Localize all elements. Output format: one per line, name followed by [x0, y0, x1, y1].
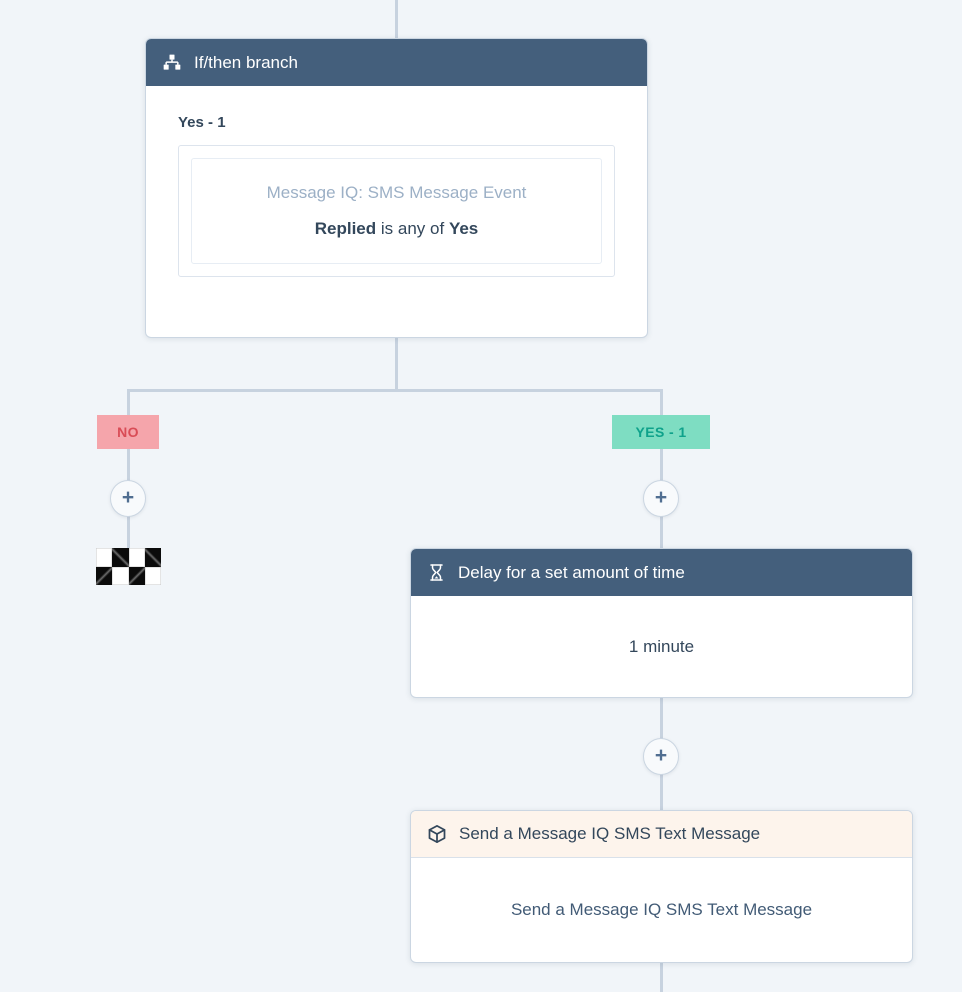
delay-card-title: Delay for a set amount of time: [458, 562, 685, 582]
cube-icon: [427, 824, 447, 844]
if-then-card-title: If/then branch: [194, 52, 298, 72]
condition-property: Replied: [314, 219, 377, 238]
filter-group: Message IQ: SMS Message Event Replied is…: [178, 145, 615, 277]
connector-line: [660, 962, 663, 992]
flag-cell: [96, 566, 113, 585]
delay-card-body: 1 minute: [628, 636, 695, 656]
flag-cell: [128, 566, 145, 585]
hourglass-icon: [427, 563, 446, 582]
connector-line: [660, 516, 663, 549]
flag-cell: [96, 548, 113, 567]
if-then-card-header: If/then branch: [146, 39, 647, 86]
connector-line: [395, 338, 398, 392]
flag-cell: [112, 548, 129, 567]
branch-name-label: Yes - 1: [178, 114, 226, 131]
sms-card-body: Send a Message IQ SMS Text Message: [510, 900, 813, 919]
condition-operator: is any of: [380, 219, 445, 238]
add-action-button-no-branch[interactable]: +: [110, 480, 146, 517]
add-action-button-yes-branch[interactable]: +: [643, 480, 679, 517]
send-sms-action-card[interactable]: Send a Message IQ SMS Text Message Send …: [410, 810, 913, 963]
condition-value: Yes: [448, 219, 479, 238]
connector-line: [395, 0, 398, 39]
sms-card-title: Send a Message IQ SMS Text Message: [459, 824, 761, 843]
connector-line: [660, 698, 663, 739]
filter-criteria: Message IQ: SMS Message Event Replied is…: [191, 158, 602, 264]
branch-badge-yes: YES - 1: [612, 415, 710, 449]
flag-cell: [112, 566, 129, 585]
connector-line: [127, 516, 130, 549]
connector-line: [660, 774, 663, 811]
if-then-branch-card[interactable]: If/then branch Yes - 1 Message IQ: SMS M…: [145, 38, 648, 338]
connector-line-branch: [127, 389, 663, 392]
sms-card-header: Send a Message IQ SMS Text Message: [411, 811, 912, 858]
delay-action-card[interactable]: Delay for a set amount of time 1 minute: [410, 548, 913, 698]
flag-cell: [128, 548, 145, 567]
branch-badge-no: NO: [97, 415, 159, 449]
checkered-flag-icon: [96, 548, 161, 585]
add-action-button-after-delay[interactable]: +: [643, 738, 679, 775]
flag-cell: [144, 548, 161, 567]
filter-condition: Replied is any of Yes: [202, 219, 591, 239]
delay-card-header: Delay for a set amount of time: [411, 549, 912, 596]
filter-event-name: Message IQ: SMS Message Event: [266, 183, 527, 202]
if-then-card-body: Yes - 1 Message IQ: SMS Message Event Re…: [146, 86, 647, 311]
flag-cell: [144, 566, 161, 585]
sitemap-branch-icon: [162, 53, 182, 73]
